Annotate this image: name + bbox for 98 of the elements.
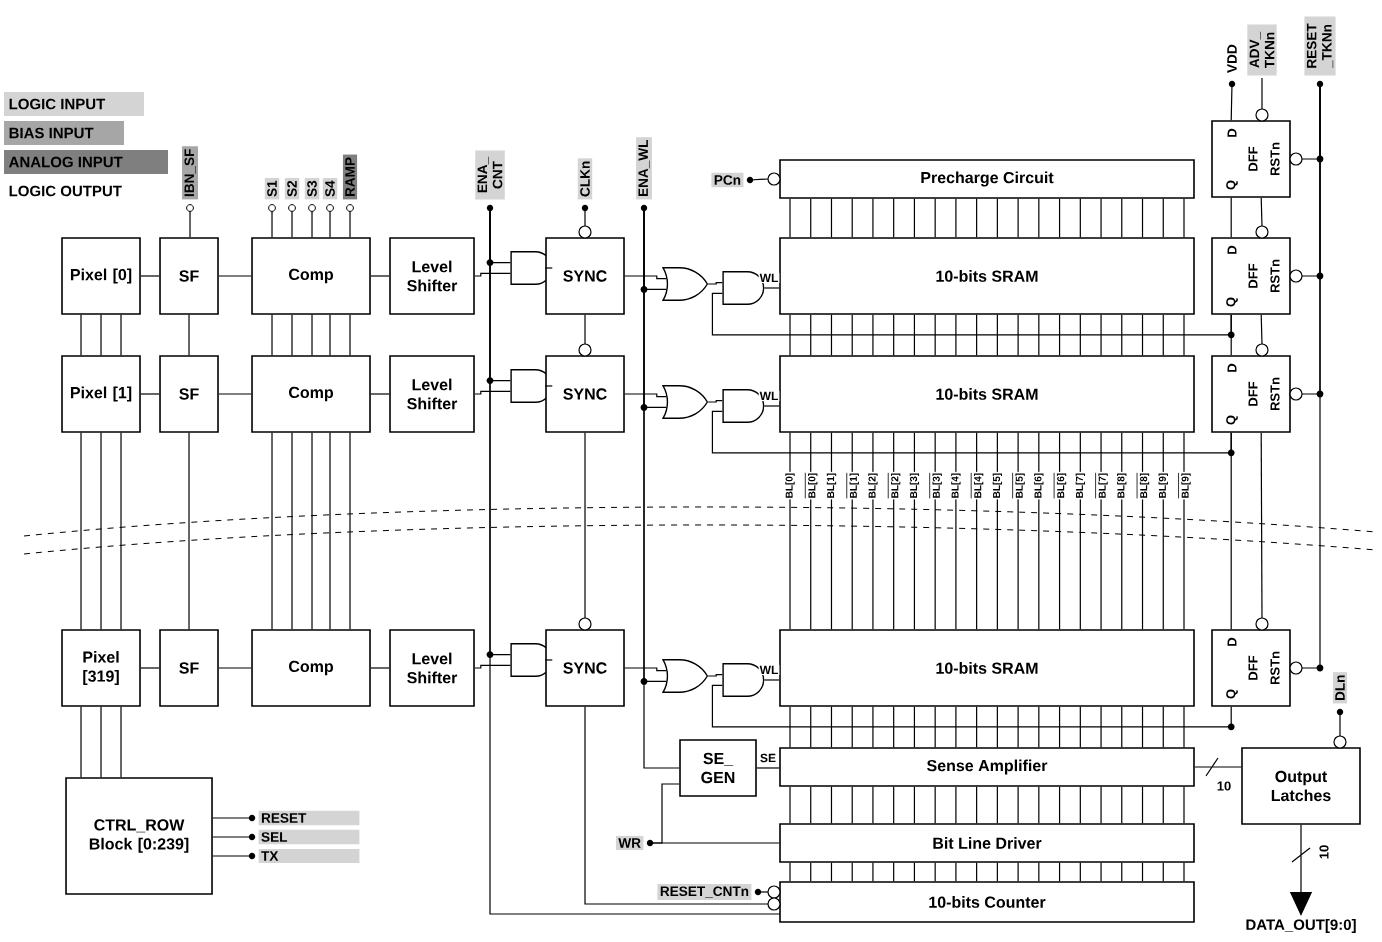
bus-wire <box>789 432 1185 630</box>
circuit-block: Pixel [319] <box>61 629 141 707</box>
circuit-block: 10-bits SRAM <box>779 629 1195 707</box>
or-gate <box>662 659 709 693</box>
wire <box>1301 83 1321 669</box>
wire <box>711 684 1232 728</box>
wire <box>584 432 586 619</box>
wire <box>711 410 1232 454</box>
wire <box>707 400 723 403</box>
circuit-block: 10-bits SRAM <box>779 355 1195 433</box>
wire <box>649 783 680 844</box>
wire <box>188 432 190 630</box>
wire <box>189 210 191 238</box>
wire <box>544 267 553 269</box>
wire <box>624 393 667 398</box>
wire <box>140 275 160 277</box>
wire <box>218 275 252 277</box>
wire <box>1230 197 1232 238</box>
wire <box>218 393 252 395</box>
wire <box>711 292 1232 336</box>
wire <box>311 210 313 238</box>
wire <box>329 210 331 238</box>
bus-wire <box>80 314 122 356</box>
wire <box>188 314 190 356</box>
wire <box>474 390 511 395</box>
wire <box>1260 432 1263 619</box>
wire <box>756 767 780 769</box>
wire <box>370 667 390 669</box>
wire <box>544 659 553 661</box>
wire <box>707 674 723 677</box>
wire <box>370 393 390 395</box>
wire <box>349 210 351 238</box>
wire <box>1230 314 1232 356</box>
bus-wire <box>789 198 1185 238</box>
wire <box>1261 77 1263 110</box>
bus-wire <box>789 786 1185 824</box>
circuit-block: Comp <box>251 629 371 707</box>
circuit-block: Output Latches <box>1241 735 1361 825</box>
circuit-block: Level Shifter <box>389 629 475 707</box>
circuit-block: Pixel [0] <box>61 237 141 315</box>
wire <box>140 393 160 395</box>
circuit-block: Level Shifter <box>389 355 475 433</box>
wire <box>624 275 667 280</box>
wire <box>1194 757 1242 777</box>
wire <box>749 178 769 181</box>
wire <box>291 210 293 238</box>
bus-wire <box>789 862 1185 882</box>
or-gate <box>662 385 709 419</box>
wire <box>763 287 780 289</box>
wire <box>1260 314 1263 345</box>
circuit-block: CTRL_ROW Block [0:239] <box>65 777 213 895</box>
wire <box>212 836 253 838</box>
wire <box>474 272 511 277</box>
wire <box>757 891 769 893</box>
circuit-block: Level Shifter <box>389 237 475 315</box>
wire <box>763 405 780 407</box>
bus-wire <box>789 706 1185 748</box>
bus-wire <box>271 314 351 356</box>
circuit-block: Pixel [1] <box>61 355 141 433</box>
wire <box>1260 197 1263 227</box>
circuit-block: SF <box>159 629 219 707</box>
circuit-block: Comp <box>251 355 371 433</box>
wire <box>271 210 273 238</box>
bus-wire <box>789 314 1185 356</box>
wire <box>763 679 780 681</box>
circuit-block: Comp <box>251 237 371 315</box>
wire <box>212 817 253 819</box>
wire <box>643 207 680 769</box>
bus-wire <box>80 706 122 778</box>
wire <box>1339 711 1341 737</box>
wire <box>707 282 723 285</box>
wire <box>1230 83 1233 121</box>
wire <box>624 667 667 672</box>
wire <box>584 706 769 905</box>
circuit-block: SF <box>159 237 219 315</box>
circuit-block: Sense Amplifier <box>779 747 1195 787</box>
wire <box>584 314 586 345</box>
wire <box>544 385 553 387</box>
bus-wire <box>271 432 351 630</box>
wire <box>584 207 586 227</box>
or-gate <box>662 267 709 301</box>
wire <box>218 667 252 669</box>
wire <box>212 855 253 857</box>
wire <box>474 664 511 669</box>
circuit-block: 10-bits SRAM <box>779 237 1195 315</box>
bus-wire <box>80 432 122 630</box>
circuit-block: SYNC <box>545 343 625 433</box>
circuit-block: SE_ GEN <box>679 739 757 797</box>
wire <box>1230 432 1232 630</box>
circuit-block: Bit Line Driver <box>779 823 1195 863</box>
circuit-block: 10-bits Counter <box>767 881 1195 923</box>
circuit-block: SYNC <box>545 617 625 707</box>
circuit-block: SF <box>159 355 219 433</box>
wire <box>140 667 160 669</box>
wire <box>370 275 390 277</box>
circuit-block: SYNC <box>545 225 625 315</box>
wire <box>489 207 781 915</box>
circuit-block: Precharge Circuit <box>767 159 1195 199</box>
